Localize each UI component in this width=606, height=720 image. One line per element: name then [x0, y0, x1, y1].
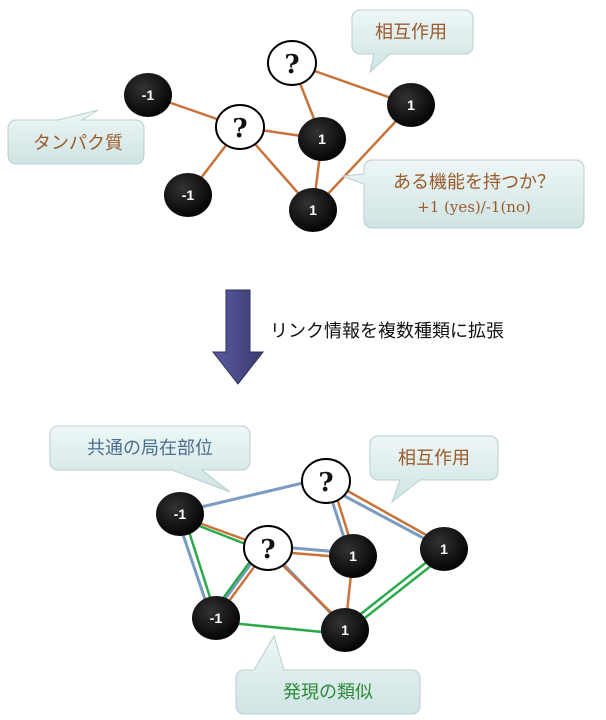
top-network: -1 ? ? 1 1 -1 1 相互作用 [7, 9, 585, 232]
top-node-b: 1 [298, 117, 346, 161]
bottom-network: -1 ? ? 1 1 -1 1 共通の局在部位 [49, 425, 499, 715]
top-edge-c-e [312, 104, 412, 211]
top-node-q2: ? [267, 40, 317, 86]
svg-text:?: ? [260, 535, 275, 565]
svg-text:?: ? [232, 114, 247, 144]
svg-text:1: 1 [318, 131, 326, 147]
svg-text:-1: -1 [210, 610, 223, 626]
bottom-node-c: 1 [321, 608, 369, 652]
bottom-callout-interaction: 相互作用 [369, 435, 499, 504]
svg-text:-1: -1 [142, 87, 155, 103]
top-node-a: -1 [124, 73, 172, 117]
svg-text:共通の局在部位: 共通の局在部位 [87, 438, 213, 459]
svg-text:発現の類似: 発現の類似 [283, 682, 373, 703]
top-node-q1: ? [215, 104, 265, 150]
svg-text:?: ? [318, 468, 333, 498]
transition-arrow: リンク情報を複数種類に拡張 [211, 289, 504, 385]
svg-text:-1: -1 [174, 506, 187, 522]
bottom-callout-expression: 発現の類似 [235, 634, 421, 715]
svg-text:+1 (yes)/-1(no): +1 (yes)/-1(no) [417, 198, 531, 216]
svg-text:1: 1 [309, 202, 317, 218]
svg-text:タンパク質: タンパク質 [33, 133, 123, 154]
top-node-e: 1 [387, 83, 435, 127]
svg-text:相互作用: 相互作用 [398, 448, 470, 469]
svg-text:1: 1 [341, 622, 349, 638]
svg-text:-1: -1 [182, 187, 195, 203]
top-callout-protein: タンパク質 [7, 109, 145, 165]
transition-label: リンク情報を複数種類に拡張 [270, 321, 504, 342]
bottom-node-q1: ? [243, 525, 293, 571]
bottom-node-d: -1 [192, 596, 240, 640]
bottom-node-a: -1 [156, 492, 204, 536]
svg-text:1: 1 [407, 97, 415, 113]
top-node-d: -1 [164, 173, 212, 217]
top-callout-interaction: 相互作用 [351, 9, 474, 74]
top-callout-function: ある機能を持つか？ +1 (yes)/-1(no) [341, 159, 585, 229]
bottom-callout-localization: 共通の局在部位 [49, 425, 251, 493]
svg-text:1: 1 [349, 548, 357, 564]
bottom-node-b: 1 [329, 534, 377, 578]
bottom-loc-a-q2 [179, 476, 325, 514]
svg-text:ある機能を持つか？: ある機能を持つか？ [393, 172, 555, 193]
svg-text:?: ? [284, 50, 299, 80]
svg-text:1: 1 [440, 541, 448, 557]
bottom-node-e: 1 [420, 527, 468, 571]
svg-text:相互作用: 相互作用 [375, 22, 447, 43]
bottom-node-q2: ? [301, 458, 351, 504]
top-node-c: 1 [289, 188, 337, 232]
